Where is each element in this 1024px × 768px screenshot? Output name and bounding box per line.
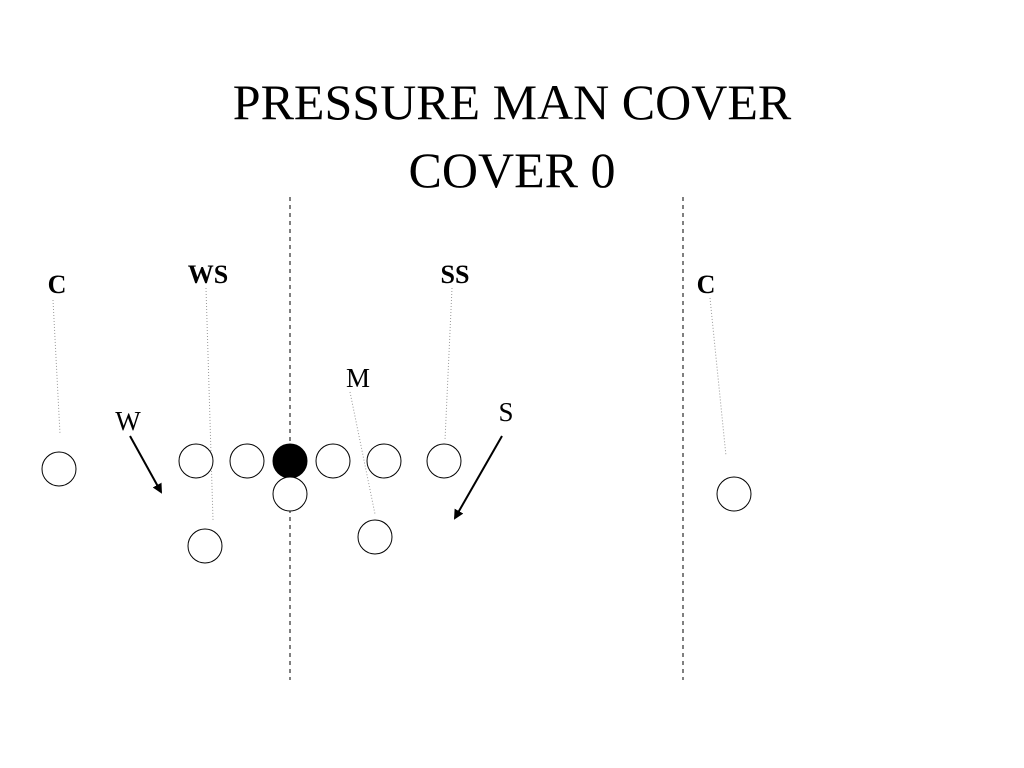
receiver-left-split (41, 451, 77, 487)
sam-blitz-arrow (454, 435, 503, 520)
offensive-lineman-right-guard (315, 443, 351, 479)
label-strong-safety: SS (441, 260, 470, 289)
fullback (357, 519, 393, 555)
assignment-line-weak-safety (205, 287, 214, 521)
title-line-2: COVER 0 (409, 142, 616, 198)
offensive-lineman-right-tackle (366, 443, 402, 479)
running-back (187, 528, 223, 564)
label-right-corner: C (697, 270, 716, 299)
label-will: W (115, 406, 141, 436)
label-sam: S (498, 397, 513, 427)
tight-end (426, 443, 462, 479)
title-line-1: PRESSURE MAN COVER (233, 74, 792, 130)
offensive-lineman-left-guard (229, 443, 265, 479)
assignment-line-left-corner (52, 299, 61, 435)
center-ball (272, 443, 308, 479)
assignment-line-right-corner (709, 297, 727, 457)
label-mike: M (346, 363, 370, 393)
receiver-right-split (716, 476, 752, 512)
offensive-lineman-left-tackle (178, 443, 214, 479)
label-weak-safety: WS (188, 260, 228, 289)
will-blitz-arrow (129, 435, 162, 494)
assignment-line-strong-safety (444, 287, 453, 441)
quarterback (272, 476, 308, 512)
label-left-corner: C (48, 270, 67, 299)
